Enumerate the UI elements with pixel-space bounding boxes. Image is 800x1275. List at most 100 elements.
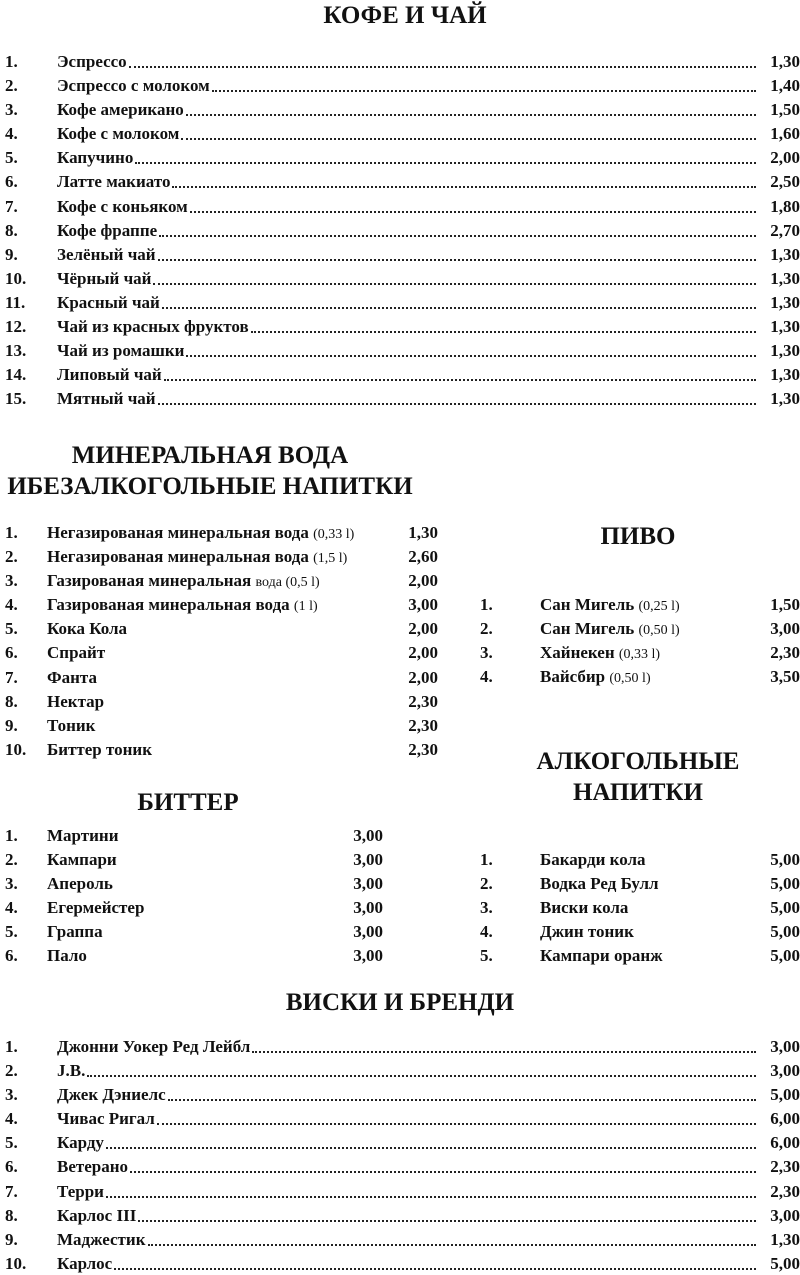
item-price: 1,30	[408, 523, 438, 542]
item-number: 15.	[5, 389, 27, 409]
item-name-group: Кофе фраппе	[57, 219, 800, 243]
item-name: Джин тоник	[540, 922, 634, 942]
dot-leader	[105, 1147, 756, 1150]
item-name: Сан Мигель	[540, 619, 635, 639]
dot-leader	[159, 234, 756, 237]
item-name: Кампари оранж	[540, 946, 663, 966]
item-price: 2,60	[408, 547, 438, 567]
item-name: Маджестик	[57, 1229, 146, 1249]
item-number: 3.	[5, 874, 18, 894]
item-name: Эспрессо	[57, 52, 127, 71]
item-name: Кофе с коньяком	[57, 196, 188, 216]
item-name-group: Сан Мигель (0,25 l)	[540, 593, 680, 619]
mineral-title-line2: ИБЕЗАЛКОГОЛЬНЫЕ НАПИТКИ	[7, 473, 413, 500]
item-name-group: Зелёный чай	[57, 243, 800, 267]
item-price: 5,00	[770, 1085, 800, 1105]
item-number: 1.	[5, 523, 18, 542]
item-name: Негазированая минеральная вода	[47, 547, 309, 567]
item-name: Карлос III	[57, 1205, 137, 1225]
item-name: Зелёный чай	[57, 244, 156, 264]
item-price: 2,30	[408, 715, 438, 735]
item-name-group: J.B.	[57, 1059, 800, 1083]
item-name: Негазированая минеральная вода	[47, 523, 309, 542]
item-number: 1.	[480, 595, 493, 614]
dot-leader	[167, 1099, 756, 1102]
item-volume: вода (0,5 l)	[255, 575, 320, 591]
item-name-group: Водка Ред Булл	[540, 872, 659, 896]
item-name: Биттер тоник	[47, 739, 152, 759]
item-name-group: Терри	[57, 1180, 800, 1204]
item-name-group: Негазированая минеральная вода (0,33 l)	[47, 521, 354, 547]
dot-leader	[157, 258, 756, 261]
item-number: 5.	[480, 946, 493, 966]
item-number: 3.	[5, 100, 18, 120]
item-name: Карлос	[57, 1253, 113, 1273]
item-name-group: Эспрессо с молоком	[57, 74, 800, 98]
item-name-group: Джонни Уокер Ред Лейбл	[57, 1035, 800, 1059]
dot-leader	[156, 1123, 756, 1126]
item-price: 3,00	[353, 898, 383, 918]
item-number: 6.	[5, 172, 18, 192]
item-number: 1.	[5, 1037, 18, 1056]
menu-item: 4.Газированая минеральная вода (1 l)3,00	[5, 593, 438, 617]
item-name-group: Джин тоник	[540, 920, 634, 944]
item-price: 2,30	[408, 739, 438, 759]
item-price: 1,80	[770, 196, 800, 216]
coffee-title: КОФЕ И ЧАЙ	[323, 2, 487, 29]
dot-leader	[157, 403, 756, 406]
item-name-group: Спрайт	[47, 641, 105, 665]
item-number: 14.	[5, 365, 27, 385]
item-number: 2.	[480, 619, 493, 639]
item-number: 11.	[5, 292, 26, 312]
item-name: Фанта	[47, 667, 97, 687]
item-name-group: Фанта	[47, 666, 97, 690]
item-name-group: Мятный чай	[57, 387, 800, 411]
item-name: Спрайт	[47, 643, 106, 663]
whisky-title: ВИСКИ И БРЕНДИ	[285, 989, 515, 1016]
item-name-group: Виски кола	[540, 896, 628, 920]
menu-item: 4.Вайсбир (0,50 l)3,50	[480, 665, 800, 689]
item-price: 3,00	[770, 1037, 800, 1056]
alcohol-title-line2: НАПИТКИ	[572, 779, 704, 806]
item-number: 4.	[480, 667, 493, 687]
item-number: 1.	[5, 826, 18, 845]
item-price: 3,00	[353, 946, 383, 966]
item-price: 5,00	[770, 898, 800, 918]
menu-item: 2.J.B.3,00	[5, 1059, 800, 1083]
dot-leader	[147, 1243, 756, 1246]
item-price: 1,50	[770, 595, 800, 614]
item-name-group: Латте макиато	[57, 170, 800, 194]
item-name-group: Кофе американо	[57, 98, 800, 122]
item-name-group: Ветерано	[57, 1155, 800, 1179]
dot-leader	[105, 1195, 756, 1198]
item-price: 1,30	[770, 341, 800, 361]
item-name: Кофе американо	[57, 100, 184, 120]
item-number: 8.	[5, 220, 18, 240]
dot-leader	[181, 138, 756, 141]
menu-item: 2.Негазированая минеральная вода (1,5 l)…	[5, 545, 438, 569]
dot-leader	[87, 1075, 756, 1078]
item-number: 6.	[5, 1157, 18, 1177]
item-number: 6.	[5, 946, 18, 966]
item-name-group: Негазированая минеральная вода (1,5 l)	[47, 545, 347, 571]
item-number: 2.	[480, 874, 493, 894]
item-price: 2,30	[770, 643, 800, 663]
item-volume: (1,5 l)	[313, 551, 348, 567]
